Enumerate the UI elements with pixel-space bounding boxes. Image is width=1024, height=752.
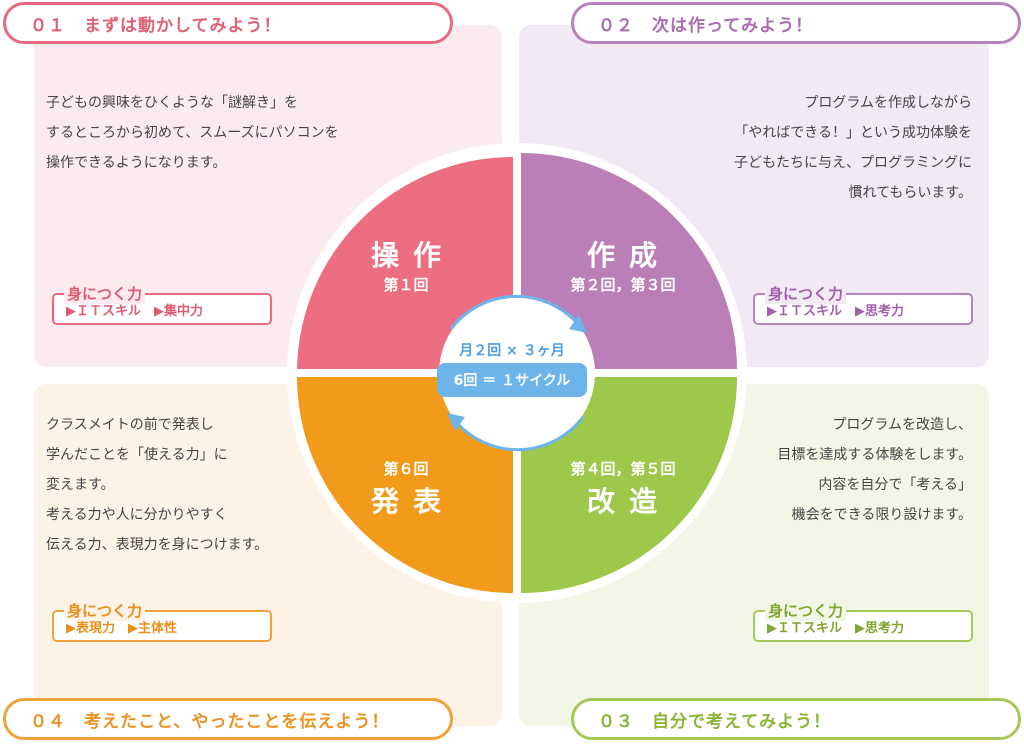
step-04-skills: ▶表現力 ▶主体性 <box>52 610 272 642</box>
step-02-title: ０２ 次は作ってみよう！ <box>571 2 1021 44</box>
step-01-description: 子どもの興味をひくような「謎解き」を するところから初めて、スムーズにパソコンを… <box>46 95 339 171</box>
cycle-arrowhead-bottom <box>447 413 465 431</box>
step-03-description: プログラムを改造し、 目標を達成する体験をします。 内容を自分で「考える」 機会… <box>777 417 972 523</box>
step-02-skill-title: 身につく力 <box>765 283 847 304</box>
wheel-rounds-present: 第６回 <box>383 460 429 478</box>
step-04-skill-title: 身につく力 <box>64 600 146 621</box>
step-02-description: プログラムを作成しながら 「やればできる！」という成功体験を 子どもたちに与え、… <box>734 95 972 201</box>
quadrant-present <box>297 377 513 593</box>
step-01-skill-title: 身につく力 <box>64 283 146 304</box>
step-03-title: ０３ 自分で考えてみよう！ <box>571 698 1021 740</box>
wheel-label-present: 発表 <box>370 485 455 518</box>
cycle-arrowhead-top <box>569 315 587 333</box>
quadrant-operate <box>297 157 513 369</box>
step-01-title: ０１ まずは動かしてみよう！ <box>3 2 453 44</box>
wheel-label-modify: 改造 <box>586 485 671 518</box>
wheel-rounds-modify: 第４回，第５回 <box>570 460 676 478</box>
step-03-skill-title: 身につく力 <box>765 600 847 621</box>
wheel-rounds-operate: 第１回 <box>383 276 429 294</box>
wheel-rounds-create: 第２回，第３回 <box>570 276 676 294</box>
quadrant-modify <box>521 377 737 593</box>
quadrant-create <box>521 153 737 369</box>
wheel-label-create: 作成 <box>586 239 671 272</box>
step-01-skills: ▶ＩＴスキル ▶集中力 <box>52 293 272 325</box>
step-03-skills: ▶ＩＴスキル ▶思考力 <box>753 610 973 642</box>
wheel-label-operate: 操作 <box>370 239 455 272</box>
step-04-title: ０４ 考えたこと、やったことを伝えよう！ <box>3 698 453 740</box>
cycle-frequency: 月２回 × ３ヶ月 <box>459 343 565 359</box>
cycle-arrow-top <box>449 294 579 330</box>
step-04-description: クラスメイトの前で発表し 学んだことを「使える力」に 変えます。 考える力や人に… <box>46 417 269 553</box>
cycle-arrow-bottom <box>455 416 585 452</box>
cycle-summary: 6回 ＝ １サイクル <box>437 363 587 397</box>
